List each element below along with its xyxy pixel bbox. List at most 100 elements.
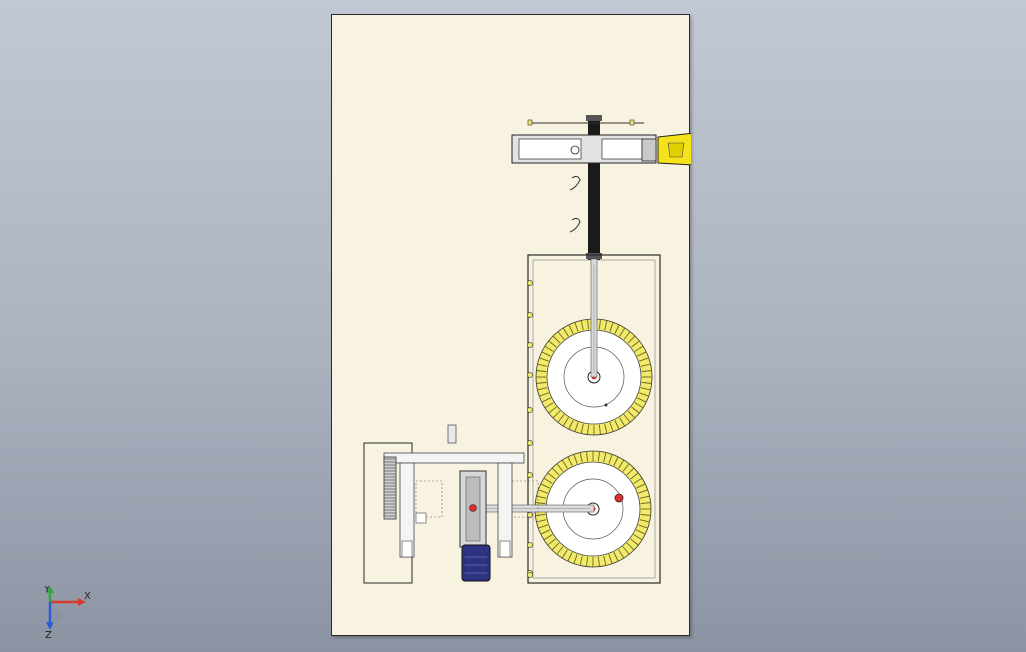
spool-tooth bbox=[641, 381, 652, 384]
top-carriage-unit[interactable] bbox=[511, 119, 695, 166]
y-axis-label: Y bbox=[43, 586, 51, 595]
frame-bolts bbox=[527, 280, 533, 578]
spool-tooth bbox=[640, 513, 651, 516]
foot-right bbox=[499, 540, 511, 558]
spool-tooth bbox=[639, 519, 650, 523]
frame-outer bbox=[527, 254, 661, 584]
spool-tooth bbox=[539, 392, 549, 397]
spool-tooth bbox=[608, 454, 613, 464]
spool-tooth bbox=[586, 556, 589, 567]
spool-tooth bbox=[614, 324, 620, 334]
bracket-left bbox=[415, 480, 443, 518]
spool-tooth bbox=[630, 538, 639, 546]
spool-tooth bbox=[537, 363, 548, 367]
spool-tooth bbox=[540, 529, 550, 535]
gear-rack bbox=[383, 456, 397, 520]
x-axis-arrowhead bbox=[78, 598, 86, 606]
spool-tooth bbox=[609, 422, 614, 432]
motor-shaft-end bbox=[469, 504, 477, 512]
spool-tooth bbox=[562, 327, 569, 337]
spool-tooth bbox=[574, 322, 579, 332]
spool-tooth bbox=[603, 555, 607, 566]
spool-tooth bbox=[613, 552, 619, 562]
spool-tooth bbox=[640, 502, 651, 505]
spool-tooth bbox=[626, 467, 635, 476]
hook-upper bbox=[569, 175, 581, 191]
drawing-sheet bbox=[331, 14, 695, 637]
spool-tooth bbox=[587, 424, 590, 435]
spool-tooth bbox=[608, 554, 613, 564]
spool-tooth bbox=[597, 451, 600, 462]
spool-tooth bbox=[544, 402, 554, 409]
frame-bolt bbox=[527, 572, 533, 578]
frame-bolt bbox=[527, 542, 533, 548]
rail-stop-left bbox=[527, 119, 533, 126]
spool-tooth bbox=[636, 483, 646, 489]
carriage-sensor bbox=[570, 145, 580, 155]
triad-plane bbox=[52, 604, 64, 626]
spool-tooth bbox=[614, 420, 620, 430]
spool-upper-pin bbox=[604, 403, 608, 407]
spool-tooth bbox=[543, 534, 553, 541]
spool-tooth bbox=[639, 392, 649, 397]
spool-tooth bbox=[613, 456, 619, 466]
x-axis-label: X bbox=[84, 591, 91, 602]
spool-tooth bbox=[636, 529, 646, 535]
spool-tooth bbox=[536, 519, 547, 523]
spool-tooth bbox=[541, 397, 551, 403]
spool-tooth bbox=[623, 331, 631, 340]
spool-tooth bbox=[556, 546, 564, 555]
spool-tooth bbox=[587, 319, 590, 330]
spool-tooth bbox=[552, 410, 561, 419]
spool-tooth bbox=[618, 459, 625, 469]
hook-lower bbox=[569, 217, 581, 233]
spool-tooth bbox=[597, 556, 600, 567]
spool-tooth bbox=[627, 335, 636, 344]
left-drive-structure[interactable] bbox=[363, 424, 539, 584]
gearbox-face bbox=[667, 142, 685, 158]
spool-tooth bbox=[627, 410, 636, 419]
spool-tooth bbox=[634, 402, 644, 409]
rack-body bbox=[383, 456, 397, 520]
spool-tooth bbox=[547, 538, 556, 546]
spool-tooth bbox=[547, 472, 556, 480]
foot-left bbox=[401, 540, 413, 558]
machine-top-view[interactable] bbox=[332, 15, 695, 637]
frame-bolt bbox=[527, 407, 533, 413]
spool-tooth bbox=[641, 370, 652, 373]
spool-tooth bbox=[543, 477, 553, 484]
spool-tooth bbox=[561, 459, 568, 469]
spool-tooth bbox=[567, 552, 573, 562]
coupling-block bbox=[641, 138, 657, 162]
spool-tooth bbox=[637, 351, 647, 357]
spool-tooth bbox=[561, 549, 568, 559]
spool-tooth bbox=[640, 363, 651, 367]
spool-tooth bbox=[639, 357, 649, 362]
spool-tooth bbox=[598, 424, 601, 435]
blue-motor[interactable] bbox=[461, 544, 491, 582]
carriage-window-right bbox=[601, 138, 643, 160]
spool-lower-red-knob[interactable] bbox=[614, 493, 624, 503]
frame-bolt bbox=[527, 312, 533, 318]
clamp-block bbox=[415, 512, 427, 524]
spool-tooth bbox=[604, 320, 608, 331]
z-axis-label: Z bbox=[45, 630, 52, 640]
spool-tooth bbox=[568, 324, 574, 334]
spool-tooth bbox=[540, 483, 550, 489]
y-axis-arrowhead bbox=[46, 586, 54, 593]
spool-tooth bbox=[623, 414, 631, 423]
spool-tooth bbox=[633, 534, 643, 541]
spool-tooth bbox=[586, 451, 589, 462]
spool-tooth bbox=[619, 327, 626, 337]
beam-cap-top bbox=[586, 115, 602, 121]
spool-tooth bbox=[631, 340, 640, 348]
spool-tooth bbox=[640, 387, 651, 391]
spool-tooth bbox=[538, 524, 548, 529]
spool-tooth bbox=[548, 406, 557, 414]
spool-tooth bbox=[538, 489, 548, 494]
spool-tooth bbox=[579, 555, 583, 566]
beam-cap-bottom bbox=[586, 253, 602, 259]
spool-tooth bbox=[536, 370, 547, 373]
carriage-window-left bbox=[518, 138, 582, 160]
